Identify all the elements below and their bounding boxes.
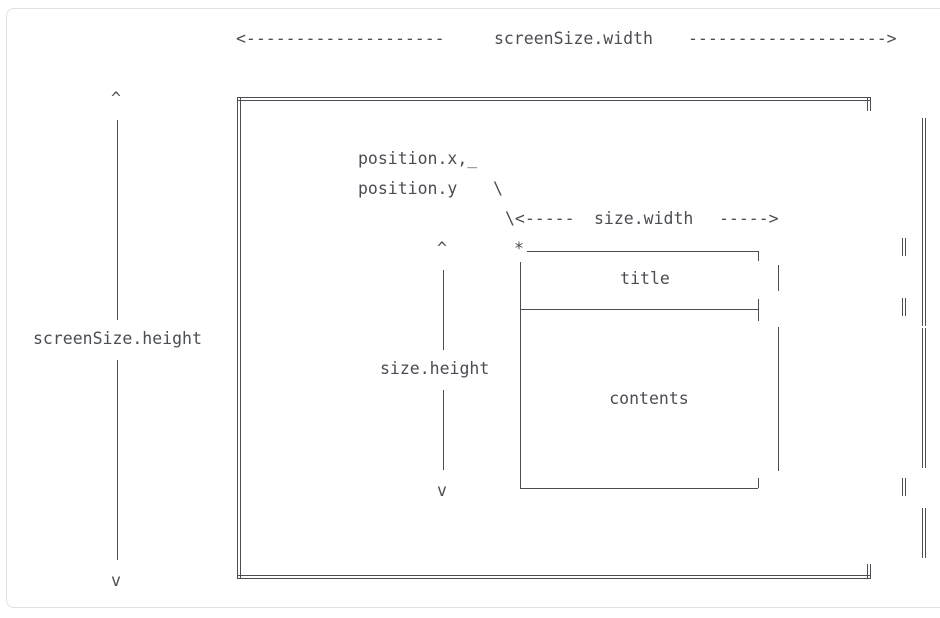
window-title-divider xyxy=(520,309,758,310)
window-contents: contents xyxy=(609,389,689,408)
window-border-bottom xyxy=(520,488,758,489)
screen-width-arrow-left: <-------------------- xyxy=(236,29,445,48)
window-border-top xyxy=(527,251,758,252)
position-x-label: position.x,_ xyxy=(358,149,478,168)
window-border-right-contents xyxy=(778,327,779,471)
window-border-top-right-tick xyxy=(758,251,759,261)
screen-width-label: screenSize.width xyxy=(494,29,653,48)
screen-border-right-seg4 xyxy=(922,328,926,468)
screen-border-bottom xyxy=(237,575,871,579)
screen-height-line-top xyxy=(117,120,118,320)
size-height-line-top xyxy=(443,270,444,350)
screen-border-right-seg6 xyxy=(922,508,926,558)
size-height-label: size.height xyxy=(380,359,490,378)
position-y-label: position.y xyxy=(358,179,458,198)
diagram-frame xyxy=(6,8,940,608)
size-height-line-bottom xyxy=(443,390,444,470)
screen-border-right-seg2 xyxy=(902,238,906,256)
size-width-arrow-left: \<----- xyxy=(505,209,575,228)
screen-height-label: screenSize.height xyxy=(33,329,202,348)
screen-height-down-arrow: v xyxy=(111,571,121,590)
size-width-label: size.width xyxy=(594,209,694,228)
screen-height-up-arrow: ^ xyxy=(111,89,121,108)
screen-border-right-seg5 xyxy=(902,478,906,496)
screen-border-corner-bottom-right xyxy=(867,564,871,579)
window-border-left xyxy=(520,262,521,488)
screen-border-left xyxy=(237,97,241,579)
window-border-right-title xyxy=(778,265,779,291)
window-title: title xyxy=(620,269,670,288)
screen-border-top xyxy=(237,97,871,101)
position-pointer-backslash: \ xyxy=(493,179,503,198)
window-border-bottom-right-tick xyxy=(758,478,759,488)
screen-width-arrow-right: --------------------> xyxy=(688,29,897,48)
screen-height-line-bottom xyxy=(117,360,118,560)
size-height-up-arrow: ^ xyxy=(437,239,447,258)
size-height-down-arrow: v xyxy=(437,481,447,500)
screen-border-right-seg3 xyxy=(902,298,906,316)
window-divider-right-tick xyxy=(758,299,759,321)
size-width-arrow-right: -----> xyxy=(719,209,779,228)
screen-border-corner-top-right xyxy=(867,97,871,111)
window-origin-marker: * xyxy=(514,239,524,258)
screen-border-right-seg1 xyxy=(922,118,926,326)
